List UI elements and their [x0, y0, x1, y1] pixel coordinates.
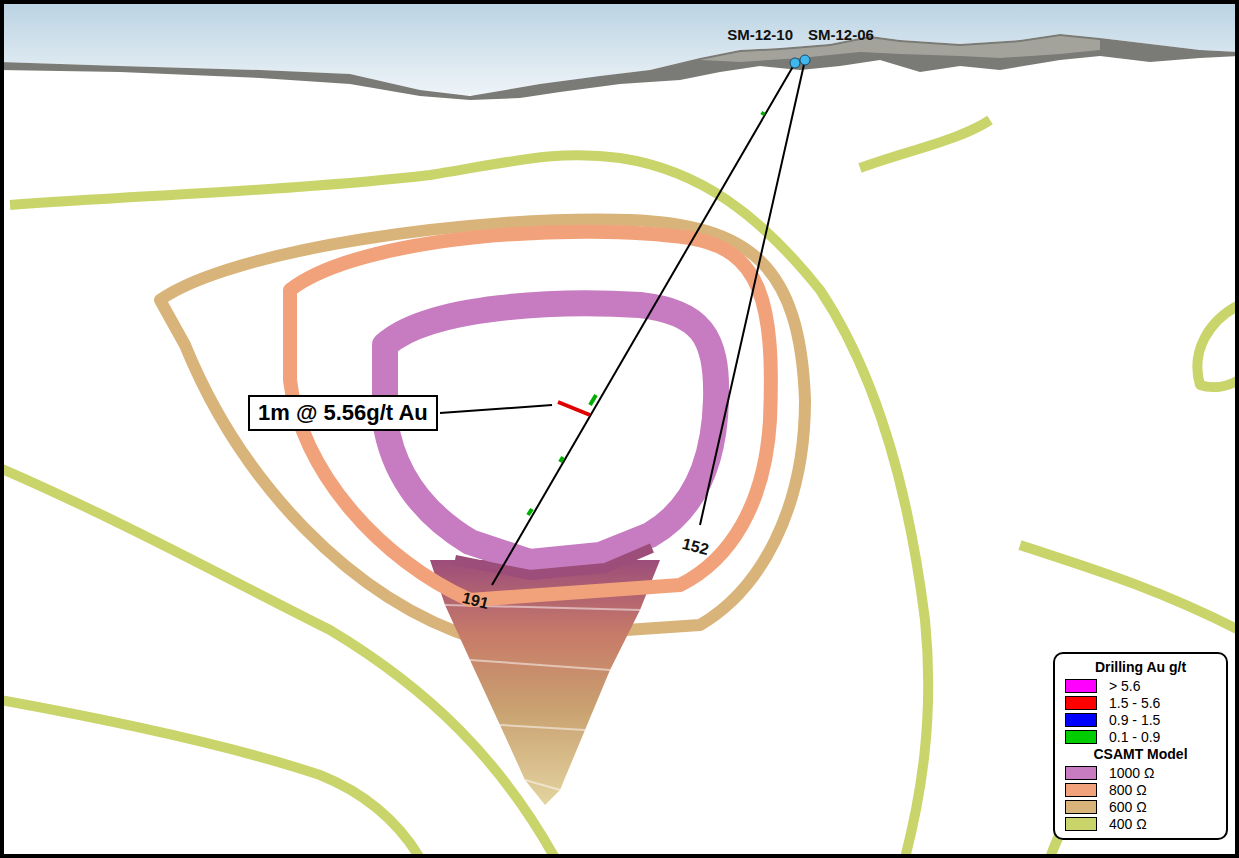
legend-row: 600 Ω	[1065, 798, 1216, 815]
drill-collar	[800, 55, 810, 65]
legend-row: 800 Ω	[1065, 781, 1216, 798]
assay-interval-high	[558, 402, 590, 415]
hole-depth: 152	[680, 535, 710, 559]
leader-line	[440, 405, 552, 413]
hole-depth: 191	[460, 589, 490, 613]
assay-intervals-low	[528, 112, 764, 515]
legend-text: > 5.6	[1109, 678, 1141, 694]
legend-row: 0.1 - 0.9	[1065, 728, 1216, 745]
legend-swatch	[1065, 800, 1097, 814]
legend-text: 1000 Ω	[1109, 765, 1155, 781]
isosurface-1000	[385, 303, 716, 562]
legend-swatch	[1065, 817, 1097, 831]
legend-swatch	[1065, 679, 1097, 693]
legend-swatch	[1065, 766, 1097, 780]
legend-text: 0.1 - 0.9	[1109, 729, 1160, 745]
legend-swatch	[1065, 713, 1097, 727]
legend-row: 400 Ω	[1065, 815, 1216, 832]
legend-row: 1000 Ω	[1065, 764, 1216, 781]
legend-swatch	[1065, 696, 1097, 710]
legend-text: 0.9 - 1.5	[1109, 712, 1160, 728]
legend-heading: Drilling Au g/t	[1065, 659, 1216, 675]
underside-steps	[445, 605, 640, 790]
legend-text: 600 Ω	[1109, 799, 1147, 815]
hole-name: SM-12-10	[727, 26, 793, 43]
terrain-surface	[0, 34, 1239, 100]
callout-box: 1m @ 5.56g/t Au	[248, 395, 438, 431]
drill-hole-traces	[492, 60, 805, 585]
callout-text: 1m @ 5.56g/t Au	[258, 400, 428, 426]
legend-text: 400 Ω	[1109, 816, 1147, 832]
legend-swatch	[1065, 730, 1097, 744]
ground	[0, 34, 1239, 96]
legend-heading: CSAMT Model	[1065, 746, 1216, 762]
legend-row: 0.9 - 1.5	[1065, 711, 1216, 728]
legend-row: > 5.6	[1065, 677, 1216, 694]
legend-text: 1.5 - 5.6	[1109, 695, 1160, 711]
isosurface-1000-shadow	[455, 548, 652, 575]
legend-text: 800 Ω	[1109, 782, 1147, 798]
legend-row: 1.5 - 5.6	[1065, 694, 1216, 711]
legend-box: Drilling Au g/t > 5.61.5 - 5.60.9 - 1.50.…	[1053, 652, 1228, 840]
legend-swatch	[1065, 783, 1097, 797]
isosurface-400	[0, 120, 1239, 858]
hole-name: SM-12-06	[808, 26, 874, 43]
drill-collar	[790, 58, 800, 68]
